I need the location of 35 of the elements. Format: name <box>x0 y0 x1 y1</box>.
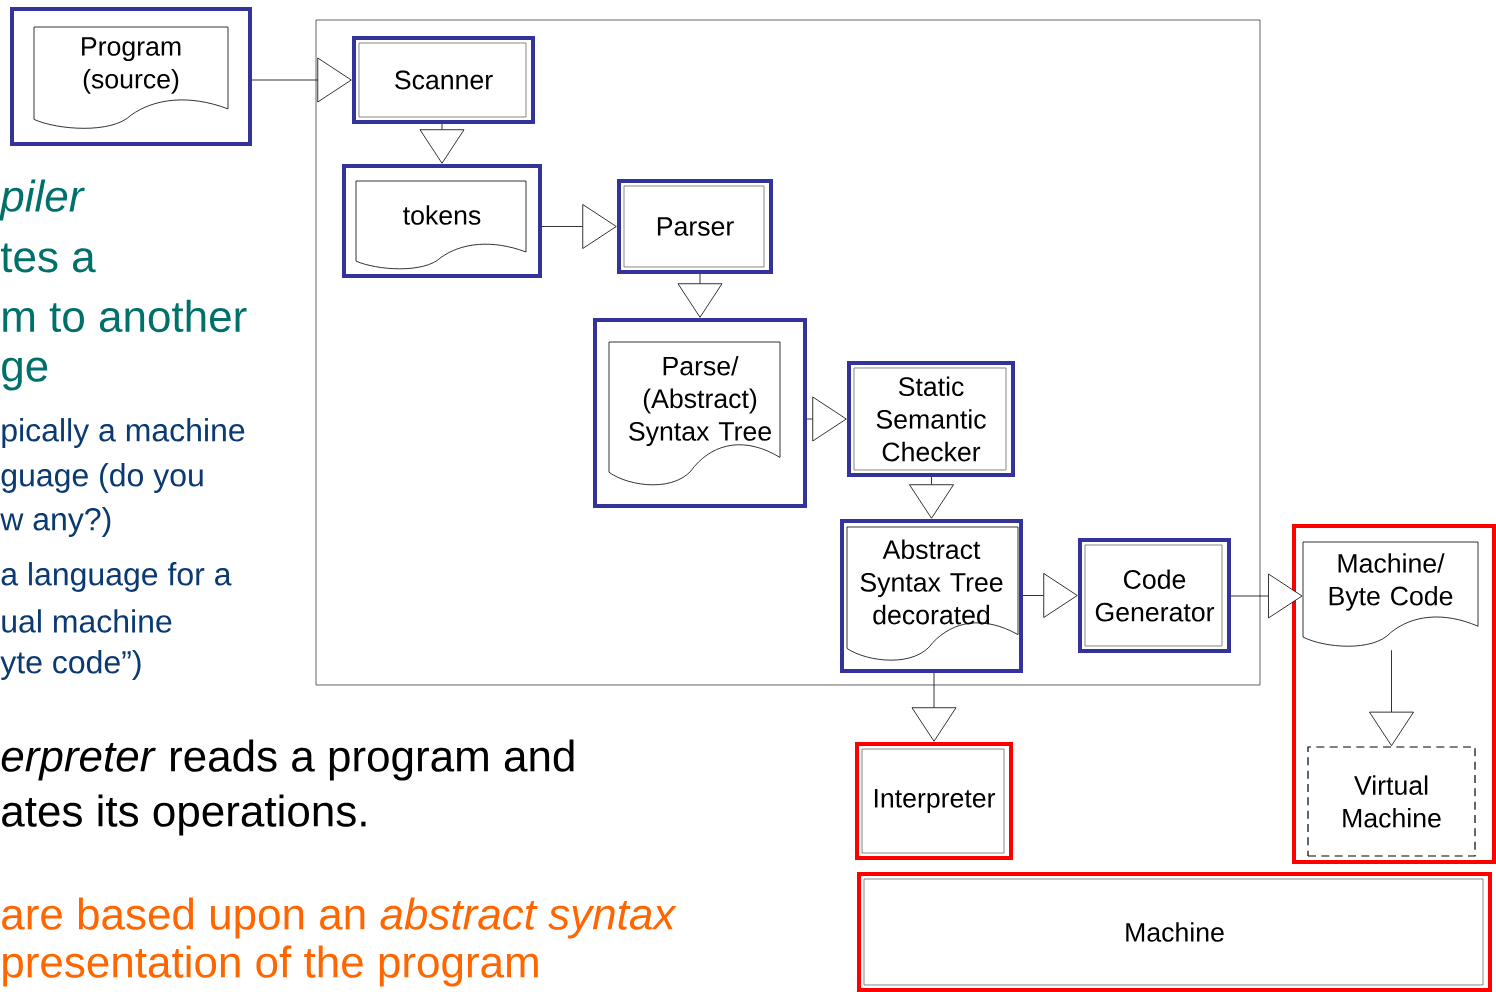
text-line: ual machine <box>2 609 172 633</box>
text-line: m to another <box>3 299 247 333</box>
text-line: ge <box>2 357 48 391</box>
process-box: Parser <box>617 179 773 274</box>
arrow <box>911 672 957 742</box>
document-box: Program (source) <box>10 7 252 146</box>
arrow <box>909 476 954 519</box>
text-line: tes a <box>0 243 96 273</box>
text-line: erpreter reads a program and <box>1 739 574 781</box>
arrow <box>1369 649 1414 747</box>
text-line: w any?) <box>0 507 111 537</box>
text-line: yte code”) <box>0 650 141 680</box>
text-line: a language for a <box>1 562 232 592</box>
process-box: Interpreter <box>855 742 1013 860</box>
text-line: pically a machine <box>2 418 245 448</box>
arrow <box>251 57 352 103</box>
document-box: Abstract Syntax Tree decorated <box>840 519 1023 673</box>
process-box: Machine <box>857 872 1492 992</box>
arrow <box>541 204 617 249</box>
dashed-box: Virtual Machine <box>1307 746 1476 857</box>
document-box: Parse/ (Abstract) Syntax Tree <box>593 318 807 508</box>
process-box: Static Semantic Checker <box>847 361 1015 477</box>
arrow <box>806 396 847 442</box>
text-line: ates its operations. <box>2 794 366 836</box>
arrow <box>677 273 723 318</box>
text-line: presentation of the program <box>3 945 538 987</box>
arrow <box>1022 573 1078 618</box>
arrow <box>1230 573 1303 619</box>
process-box: Code Generator <box>1078 538 1231 653</box>
group-frame <box>1292 524 1496 864</box>
process-box: Scanner <box>352 36 535 124</box>
document-box: tokens <box>342 164 542 278</box>
text-line: are based upon an abstract syntax <box>2 897 677 939</box>
arrow <box>419 123 465 164</box>
text-line: guage (do you <box>1 463 203 493</box>
